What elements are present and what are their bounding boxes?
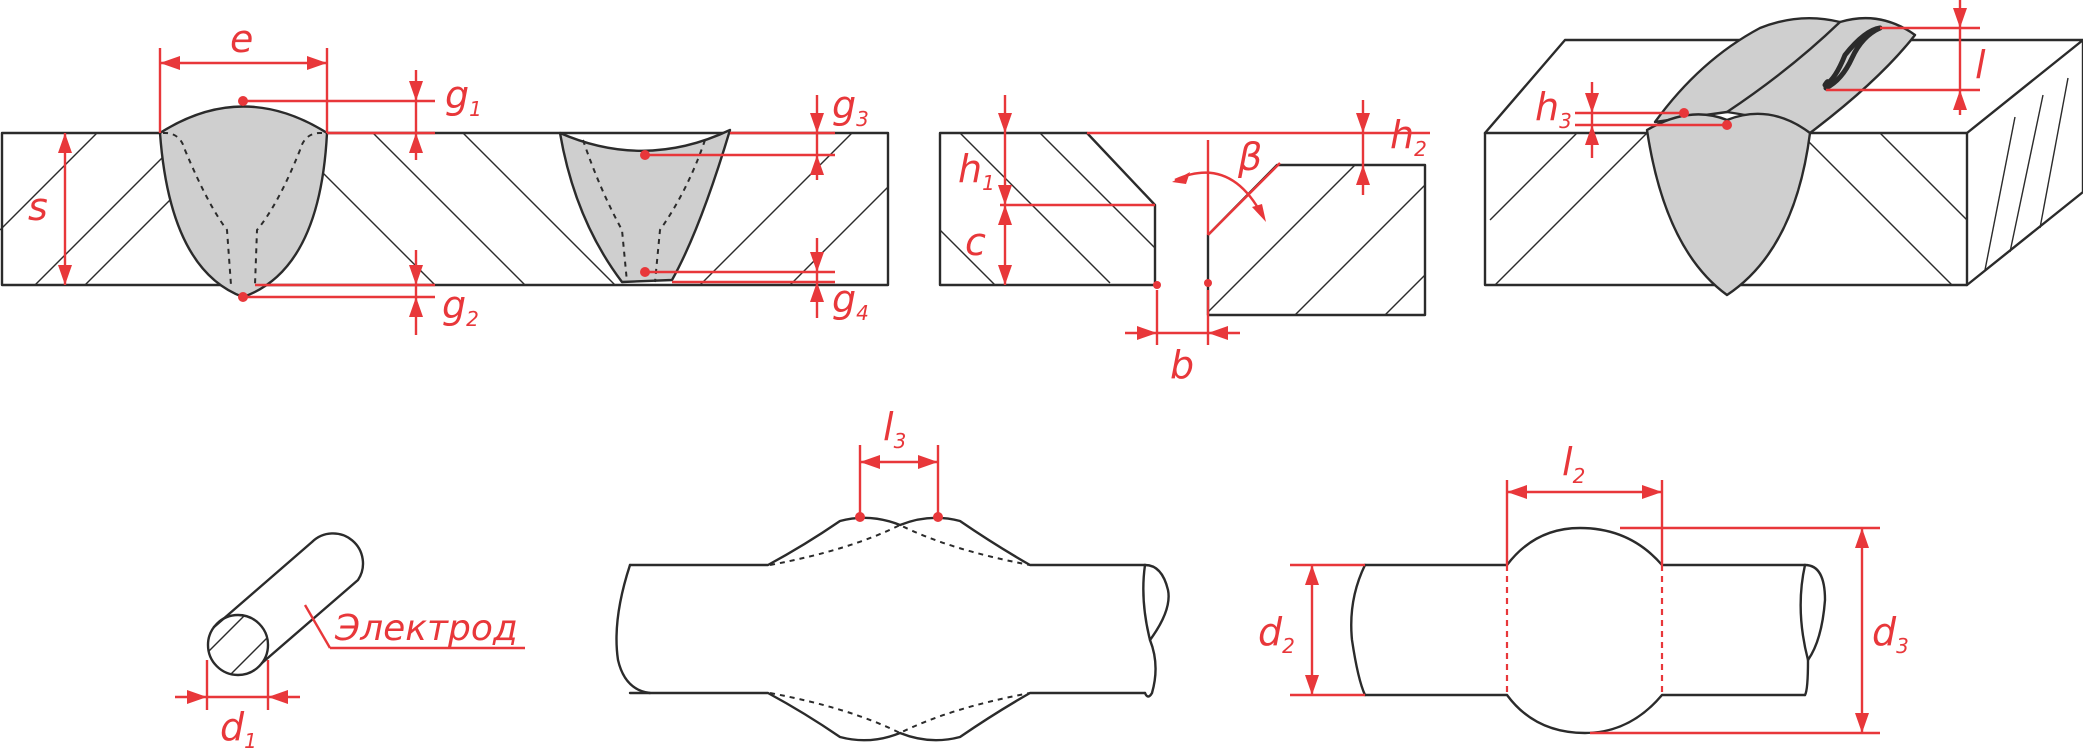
dimension-s bbox=[58, 133, 72, 285]
right-plate-hatching bbox=[1208, 165, 1425, 315]
label-g2: g2 bbox=[442, 283, 479, 331]
rod2-left-break bbox=[1350, 563, 1367, 697]
dimension-l2 bbox=[1505, 480, 1664, 565]
dimension-h2 bbox=[1087, 100, 1430, 195]
dimension-g2 bbox=[238, 250, 435, 335]
label-h3: h3 bbox=[1535, 85, 1572, 133]
bulge-overlap bbox=[769, 523, 1031, 735]
electrode-end bbox=[206, 613, 270, 677]
plate-outline bbox=[0, 131, 890, 287]
dimension-l3 bbox=[858, 445, 940, 517]
electrode: Электрод d1 bbox=[175, 532, 525, 751]
rod2-right-break bbox=[1803, 563, 1827, 697]
bulge-bottom bbox=[628, 691, 1147, 742]
rod-joint-bulge: l3 bbox=[615, 405, 1170, 742]
electrode-body bbox=[212, 532, 365, 665]
label-electrode: Электрод bbox=[334, 608, 518, 649]
dimension-h3 bbox=[1575, 82, 1732, 158]
label-h2: h2 bbox=[1390, 113, 1427, 161]
block-top-side-edges bbox=[1483, 38, 2083, 287]
rod-left-break bbox=[615, 563, 652, 695]
dimension-b bbox=[1125, 279, 1240, 345]
fusion-line-2 bbox=[582, 139, 706, 283]
rod-joint-single-bulge: l2 d2 d3 bbox=[1258, 440, 1909, 735]
label-d1: d1 bbox=[220, 705, 257, 751]
label-beta: β bbox=[1237, 135, 1262, 179]
label-g4: g4 bbox=[832, 277, 869, 325]
label-g3: g3 bbox=[832, 83, 869, 131]
dimension-g3 bbox=[640, 95, 835, 180]
dimension-e bbox=[158, 48, 329, 133]
label-g1: g1 bbox=[445, 73, 482, 121]
label-d3: d3 bbox=[1872, 610, 1909, 658]
side-face-hatching bbox=[1984, 77, 2069, 271]
groove-preparation: h1 c h2 b β bbox=[938, 95, 1430, 387]
dimension-l bbox=[1826, 0, 1980, 115]
fusion-line-1 bbox=[162, 131, 323, 286]
label-b: b bbox=[1170, 343, 1194, 387]
dimension-beta bbox=[1172, 140, 1281, 236]
label-e: e bbox=[230, 17, 253, 61]
label-l: l bbox=[1975, 43, 1986, 87]
weld-block-3d: h3 l bbox=[1483, 0, 2083, 297]
bulge-top bbox=[628, 516, 1147, 567]
label-l3: l3 bbox=[883, 405, 906, 453]
dimension-g1 bbox=[238, 70, 435, 160]
single-bulge-bottom bbox=[1363, 693, 1807, 735]
single-bulge-top bbox=[1363, 526, 1807, 567]
front-face-hatching bbox=[1489, 133, 1967, 285]
weld-bead-1 bbox=[158, 105, 329, 299]
dimension-g4 bbox=[640, 238, 835, 318]
label-l2: l2 bbox=[1562, 440, 1585, 488]
section-hatching bbox=[0, 133, 888, 285]
left-plate bbox=[938, 131, 1157, 287]
dimension-d3 bbox=[1590, 526, 1880, 735]
weld-bead-front bbox=[1645, 112, 1812, 297]
label-c: c bbox=[965, 220, 986, 264]
label-d2: d2 bbox=[1258, 610, 1295, 658]
weld-bead-ridge bbox=[1725, 20, 1842, 114]
butt-weld-section: e s g1 g2 g3 g4 bbox=[0, 17, 890, 335]
dimension-h1-c bbox=[998, 95, 1155, 285]
label-s: s bbox=[28, 185, 48, 229]
crack-defect bbox=[1822, 25, 1883, 91]
label-h1: h1 bbox=[958, 147, 995, 195]
dimension-d2 bbox=[1290, 563, 1365, 697]
left-plate-hatching bbox=[940, 133, 1155, 285]
